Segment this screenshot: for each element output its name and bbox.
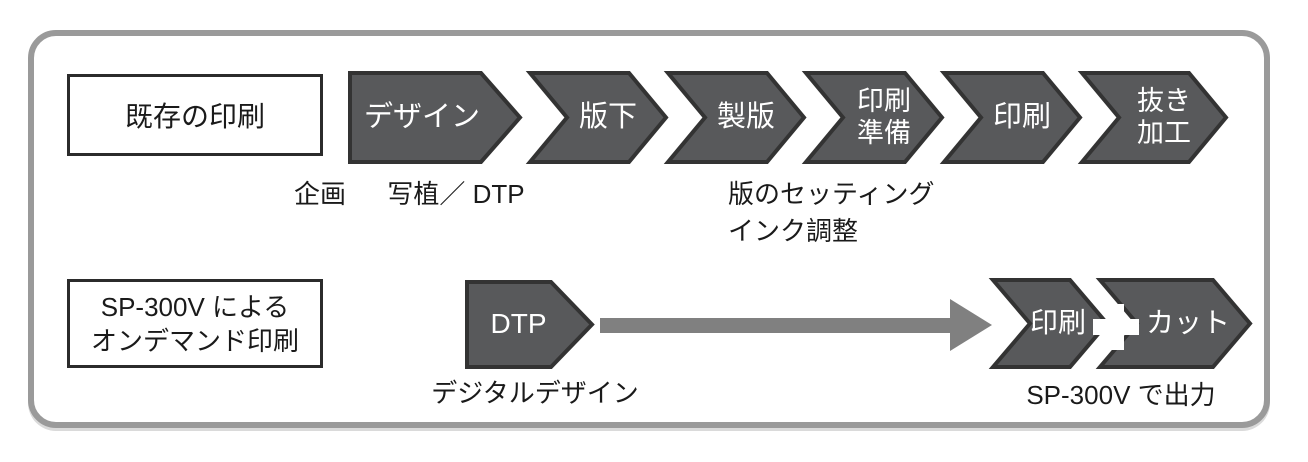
existing-printing-row-label-text: 既存の印刷 bbox=[124, 101, 265, 132]
planning-annotation: 企画 bbox=[293, 179, 346, 209]
flow-step-block-copy: 版下 bbox=[525, 71, 669, 164]
flow-step-design: デザイン bbox=[348, 71, 523, 164]
flow-step-dtp: DTP bbox=[465, 280, 595, 369]
long-arrow-line bbox=[600, 318, 955, 333]
ondemand-printing-row-label: SP-300V による オンデマンド印刷 bbox=[67, 279, 323, 368]
phototypesetting-dtp-annotation: 写植／ DTP bbox=[387, 179, 525, 209]
chevron-arrow-icon bbox=[663, 71, 807, 164]
existing-printing-row-label: 既存の印刷 bbox=[67, 74, 323, 156]
flow-step-die-cutting-label: 抜き 加工 bbox=[1137, 86, 1191, 148]
chevron-arrow-icon bbox=[801, 71, 945, 164]
flow-step-plate-making: 製版 bbox=[663, 71, 807, 164]
flow-step-output-print-label: 印刷 bbox=[1029, 307, 1086, 339]
flow-step-die-cutting: 抜き 加工 bbox=[1077, 71, 1229, 164]
flow-step-print-preparation-label: 印刷 準備 bbox=[857, 86, 911, 148]
flow-step-output-print: 印刷 bbox=[988, 278, 1110, 369]
chevron-arrow-icon bbox=[988, 278, 1110, 369]
flow-step-printing-label: 印刷 bbox=[992, 100, 1051, 133]
flow-step-print-preparation: 印刷 準備 bbox=[801, 71, 945, 164]
chevron-arrow-icon bbox=[1077, 71, 1229, 164]
flow-step-printing: 印刷 bbox=[939, 71, 1083, 164]
pentagon-arrow-icon bbox=[348, 71, 523, 164]
chevron-arrow-icon bbox=[939, 71, 1083, 164]
digital-design-annotation: デジタルデザイン bbox=[431, 378, 639, 408]
flow-step-plate-making-label: 製版 bbox=[716, 100, 775, 133]
ondemand-printing-row-label-text: SP-300V による オンデマンド印刷 bbox=[90, 291, 299, 356]
pentagon-arrow-icon bbox=[465, 280, 595, 369]
flow-step-output-cut: カット bbox=[1095, 278, 1253, 369]
plate-setting-ink-annotation: 版のセッティング インク調整 bbox=[728, 179, 935, 246]
chevron-arrow-icon bbox=[525, 71, 669, 164]
flow-step-dtp-label: DTP bbox=[490, 308, 547, 340]
plus-icon bbox=[1093, 304, 1139, 350]
flow-step-output-cut-label: カット bbox=[1145, 307, 1230, 339]
flow-step-design-label: デザイン bbox=[363, 100, 480, 133]
flow-step-block-copy-label: 版下 bbox=[578, 100, 637, 133]
sp300v-output-annotation: SP-300V で出力 bbox=[1026, 380, 1216, 410]
long-arrow-head-icon bbox=[950, 299, 992, 351]
